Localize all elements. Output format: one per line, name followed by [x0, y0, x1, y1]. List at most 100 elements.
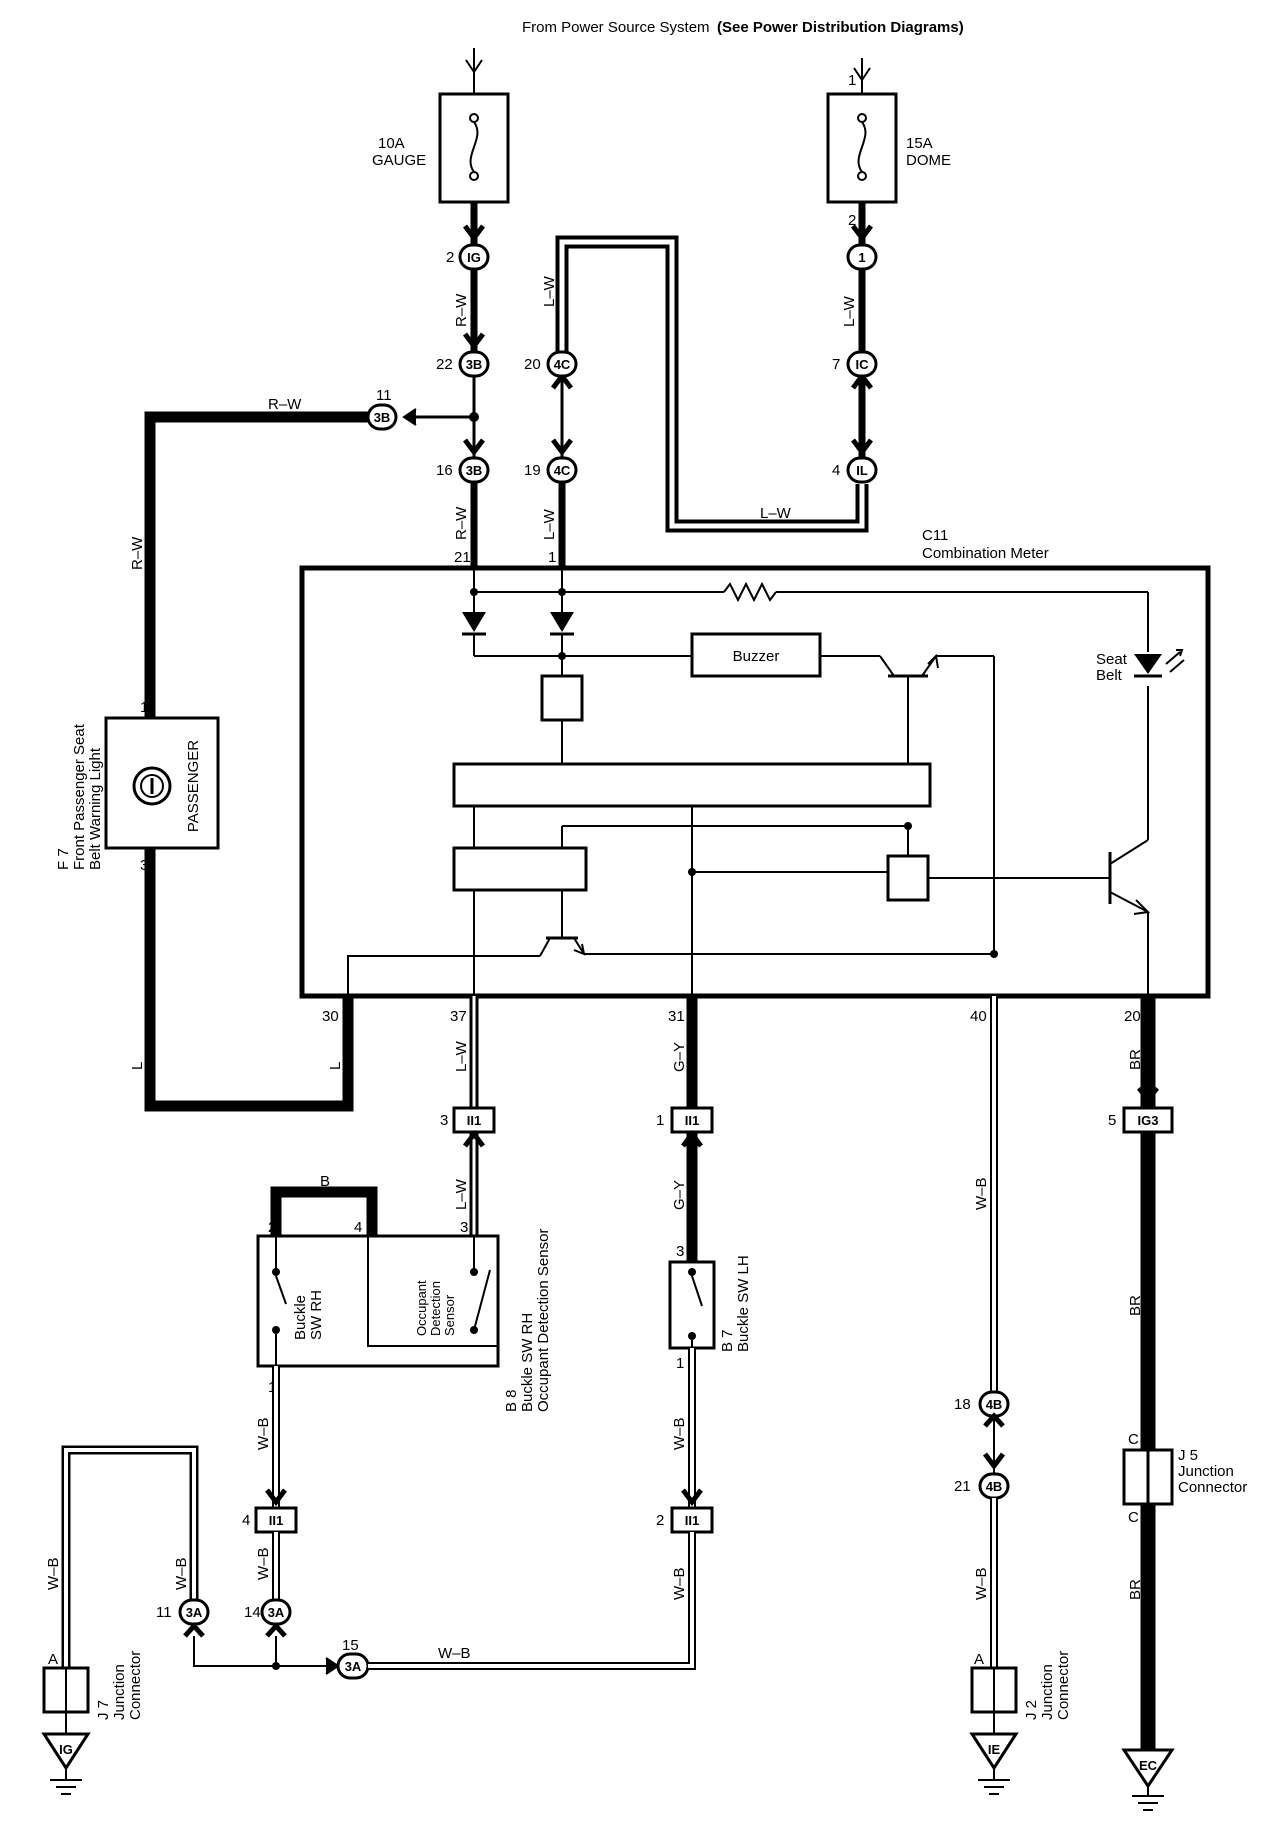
- f7-lamp-label: PASSENGER: [185, 740, 202, 832]
- fuse-dome-amp: 15A: [906, 135, 933, 152]
- wire-rw-left: R–W R–W: [129, 396, 368, 718]
- meter-pin-21: 21: [454, 549, 471, 566]
- header: From Power Source System (See Power Dist…: [522, 19, 964, 36]
- diode-icon-1: [462, 612, 486, 632]
- connector-3b-16-label: 3B: [466, 463, 483, 478]
- meter-name: Combination Meter: [922, 545, 1049, 562]
- b7-buckle-sw-lh: 3 1 B 7 Buckle SW LH: [668, 1243, 752, 1372]
- meter-box: [299, 565, 1211, 999]
- b8-pin-4: 4: [354, 1219, 362, 1236]
- switch-icon-3: [691, 1275, 703, 1307]
- connector-4b-18-pin: 18: [954, 1396, 971, 1413]
- connectors-top: IG 2 1 3B 22 4C 20 IC 7 3B 11 3B 16 4C 1…: [366, 243, 878, 484]
- wire-label-b: B: [320, 1173, 330, 1190]
- connector-3a-15-label: 3A: [345, 1659, 362, 1674]
- f7-pin-1: 1: [140, 699, 148, 716]
- j7-junction: A J 7 Junction Connector: [42, 1651, 144, 1734]
- diode-icon-2: [550, 612, 574, 632]
- fuse-gauge: 10A GAUGE: [372, 48, 510, 248]
- fuse-gauge-element: [469, 121, 479, 173]
- connector-ii1-4-pin: 4: [242, 1512, 250, 1529]
- wire-label-lw-1: L–W: [541, 275, 558, 307]
- connector-3a-15-pin: 15: [342, 1637, 359, 1654]
- b8-buckle-1: Buckle: [292, 1295, 309, 1340]
- connector-4c-19-pin: 19: [524, 462, 541, 479]
- ground-icon-ec: [1121, 1748, 1175, 1789]
- connector-ii1-3: [452, 1106, 496, 1134]
- header-see-text: (See Power Distribution Diagrams): [717, 19, 964, 36]
- wires-buckle-down: W–B W–B: [255, 1348, 701, 1508]
- j2-line1: Junction: [1039, 1664, 1056, 1720]
- j5-junction: C C J 5 Junction Connector: [1122, 1431, 1247, 1526]
- connector-3b-22: [458, 350, 490, 378]
- connector-3b-16-pin: 16: [436, 462, 453, 479]
- connector-ig: [458, 243, 490, 271]
- wire-label-rw-4: R–W: [129, 536, 146, 570]
- b7-pin-3: 3: [676, 1243, 684, 1260]
- connector-ii1-2-label: II1: [685, 1513, 699, 1528]
- fuse-dome-pin-in: 1: [848, 72, 856, 89]
- connector-1-label: 1: [858, 250, 865, 265]
- wire-l: L L: [129, 848, 354, 1112]
- connector-ig-pin: 2: [446, 249, 454, 266]
- ground-icon-ie: [969, 1732, 1019, 1771]
- b8-line1: Buckle SW RH: [519, 1313, 536, 1412]
- fuse-dome: 1 15A DOME 2: [826, 58, 951, 248]
- b7-code: B 7: [719, 1329, 736, 1352]
- j2-line2: Connector: [1055, 1651, 1072, 1720]
- wire-label-br-1: BR: [1127, 1049, 1144, 1070]
- transistor-icon-1: [879, 653, 994, 764]
- b7-line1: Buckle SW LH: [735, 1255, 752, 1352]
- b8-pin-2: 2: [268, 1219, 276, 1236]
- b7-pin-1: 1: [676, 1355, 684, 1372]
- buzzer: [690, 632, 822, 678]
- wire-label-rw-2: R–W: [453, 506, 470, 540]
- switch-icon-2: [473, 1269, 491, 1331]
- b8-occ-2: Detection: [428, 1281, 443, 1336]
- wire-label-lw-6: L–W: [453, 1178, 470, 1210]
- wire-label-wb-1: W–B: [973, 1177, 990, 1210]
- j5-pin-c-top: C: [1128, 1431, 1139, 1448]
- b8-line2: Occupant Detection Sensor: [535, 1229, 552, 1412]
- ground-ig-label: IG: [59, 1742, 73, 1757]
- wire-label-wb-9: W–B: [973, 1567, 990, 1600]
- meter-pin-31: 31: [668, 1008, 685, 1025]
- connector-4b-21-pin: 21: [954, 1478, 971, 1495]
- wire-label-lw-4: L–W: [541, 508, 558, 540]
- meter-block-lower-left: [452, 846, 588, 892]
- connector-4c-19-label: 4C: [554, 463, 571, 478]
- fuse-gauge-amp: 10A: [378, 135, 405, 152]
- connector-3b-22-label: 3B: [466, 357, 483, 372]
- wire-label-l-2: L: [327, 1062, 344, 1070]
- connector-ig3: [1122, 1106, 1174, 1134]
- j7-line1: Junction: [111, 1664, 128, 1720]
- resistor-icon: [723, 581, 777, 603]
- connector-4c-20-pin: 20: [524, 356, 541, 373]
- connector-ig-label: IG: [467, 250, 481, 265]
- connector-3a-11-pin: 11: [156, 1604, 172, 1621]
- ground-icon-ig: [41, 1732, 91, 1771]
- connector-3b-11-pin: 11: [376, 387, 392, 404]
- wire-label-lw-5: L–W: [453, 1040, 470, 1072]
- f7-pin-3: 3: [140, 857, 148, 874]
- wire-rw-top: R–W R–W: [402, 268, 483, 568]
- connector-il-pin: 4: [832, 462, 840, 479]
- wire-label-gy-2: G–Y: [671, 1180, 688, 1210]
- connectors-ii1-row2: II1 4 II1 2: [242, 1506, 714, 1534]
- j2-junction: A J 2 Junction Connector: [970, 1651, 1072, 1734]
- meter-block-small-1: [540, 674, 584, 722]
- wire-label-gy-1: G–Y: [671, 1042, 688, 1072]
- wire-label-wb-5: W–B: [173, 1557, 190, 1590]
- connector-3a-14-pin: 14: [244, 1604, 261, 1621]
- meter-pin-1: 1: [548, 549, 556, 566]
- wire-label-wb-7: W–B: [438, 1645, 471, 1662]
- b8-occ-3: Sensor: [442, 1294, 457, 1336]
- connector-4c-20-label: 4C: [554, 357, 571, 372]
- connector-3b-16: [458, 456, 490, 484]
- j5-line2: Connector: [1178, 1479, 1247, 1496]
- connector-ii1-2-pin: 2: [656, 1512, 664, 1529]
- connector-4c-20: [546, 350, 578, 378]
- ground-ec: EC: [1121, 1748, 1175, 1811]
